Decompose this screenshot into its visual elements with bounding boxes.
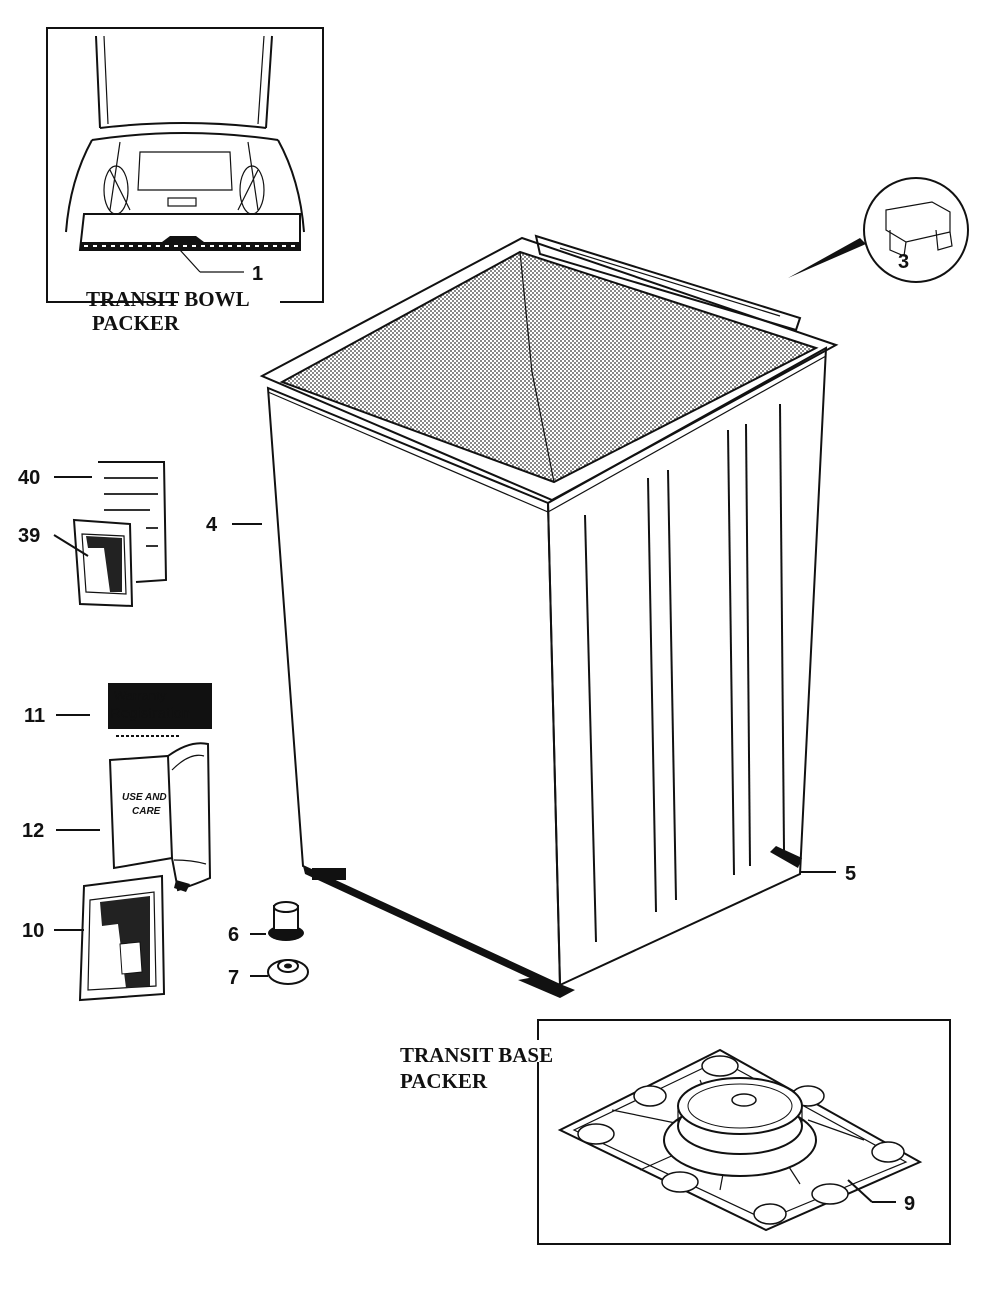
- part-3-clip: 3: [788, 177, 969, 283]
- base-packer-caption-line2: PACKER: [400, 1069, 488, 1093]
- callout-5: 5: [845, 863, 856, 885]
- callout-40: 40: [18, 467, 40, 489]
- callout-7: 7: [228, 967, 239, 989]
- manual-cover-line2: CARE: [132, 806, 161, 817]
- warranty-card-line1: Warranty: [114, 688, 167, 703]
- base-packer-drawing: [557, 1048, 923, 1232]
- bowl-packer-frame: [46, 27, 324, 303]
- bowl-packer-drawing: [65, 35, 305, 273]
- callout-10: 10: [22, 920, 44, 942]
- callout-6: 6: [228, 924, 239, 946]
- part-12-manual: USE AND CARE 12: [22, 742, 212, 892]
- part-39-bag: 39: [18, 518, 134, 608]
- base-packer-caption-line1: TRANSIT BASE: [400, 1043, 553, 1067]
- base-packer-frame: [537, 1019, 951, 1245]
- callout-1: 1: [252, 263, 263, 285]
- part-7-grommet: 7: [228, 959, 309, 989]
- warranty-card-line2: Registration: [110, 705, 190, 722]
- callout-9: 9: [904, 1193, 915, 1215]
- part-10-bag: 10: [22, 874, 166, 1002]
- washer-cabinet: 4 5: [206, 234, 856, 998]
- bowl-packer-caption-line2: PACKER: [92, 311, 180, 335]
- part-6-plug: 6: [228, 901, 304, 946]
- part-11-warranty-card: Warranty Registration 11: [24, 683, 212, 737]
- callout-3: 3: [898, 251, 909, 273]
- bowl-packer-caption-line1: TRANSIT BOWL: [86, 287, 250, 311]
- callout-11: 11: [24, 705, 45, 727]
- base-packer-inset: TRANSIT BASE PACKER: [400, 1019, 951, 1245]
- cabinet-ribs: [584, 403, 785, 943]
- clip-detail-circle: [863, 177, 969, 283]
- bowl-packer-inset: 1 TRANSIT BOWL PACKER: [46, 27, 324, 335]
- manual-cover-line1: USE AND: [122, 792, 167, 803]
- callout-12: 12: [22, 820, 44, 842]
- callout-4: 4: [206, 514, 218, 536]
- top-screen: [279, 250, 819, 484]
- callout-39: 39: [18, 525, 40, 547]
- part-40-sheet: 40: [18, 461, 168, 583]
